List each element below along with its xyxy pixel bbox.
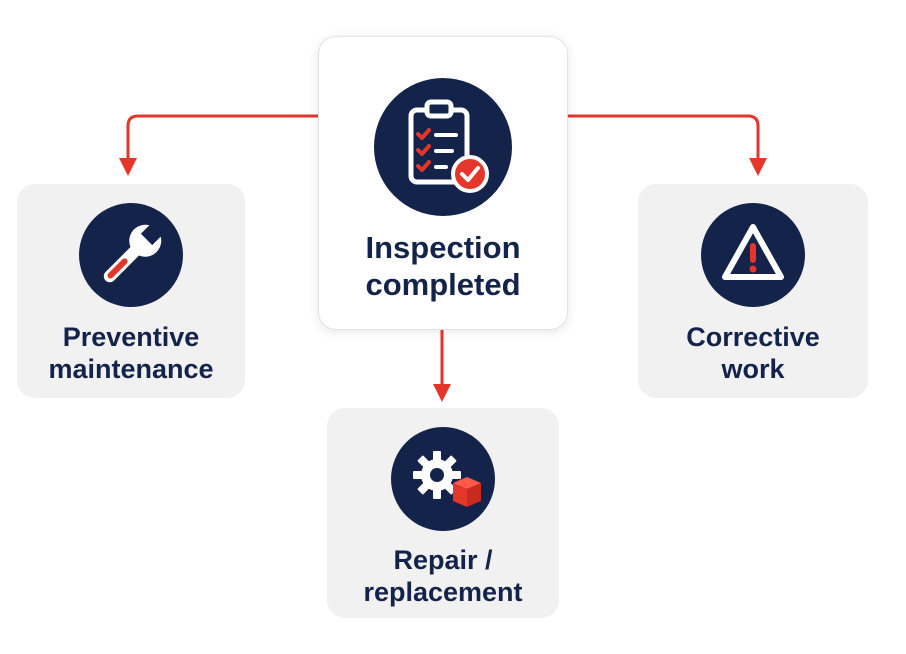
node-preventive-maintenance: Preventive maintenance [17, 184, 245, 398]
node-label-line: completed [365, 266, 521, 302]
node-label-line: maintenance [48, 353, 214, 384]
warning-triangle-icon [701, 203, 805, 307]
node-label: Inspection completed [365, 230, 520, 303]
node-corrective-work: Corrective work [638, 184, 868, 398]
wrench-icon [79, 203, 183, 307]
node-label-line: Inspection [365, 230, 521, 265]
arrowhead-corrective [749, 158, 767, 176]
edge-inspection-to-corrective [568, 114, 760, 158]
node-label-line: Corrective [686, 322, 820, 352]
node-label: Preventive maintenance [48, 322, 213, 386]
edge-inspection-to-preventive [126, 114, 318, 158]
node-label-line: Repair / [393, 545, 493, 575]
arrowhead-repair [433, 384, 451, 402]
node-label: Corrective work [686, 322, 820, 386]
node-label-line: Preventive [62, 322, 200, 352]
node-inspection-completed: Inspection completed [318, 36, 568, 330]
node-label-line: replacement [363, 576, 523, 607]
node-repair-replacement: Repair / replacement [327, 408, 559, 618]
node-label-line: work [721, 353, 785, 384]
arrowhead-preventive [119, 158, 137, 176]
clipboard-check-icon [374, 78, 512, 216]
gear-box-icon [391, 427, 495, 531]
node-label: Repair / replacement [363, 545, 522, 609]
